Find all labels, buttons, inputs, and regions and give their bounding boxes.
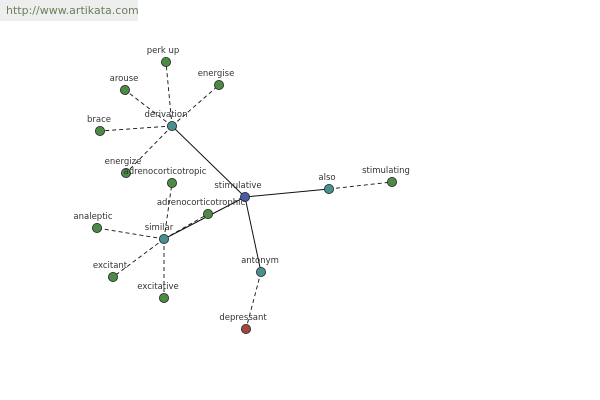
node-perk-up[interactable] [160, 57, 171, 68]
edge-similar-adrenocorticotrophic [163, 213, 209, 240]
node-analeptic[interactable] [92, 222, 103, 233]
node-label-also: also [318, 173, 335, 183]
node-antonym[interactable] [255, 266, 266, 277]
node-label-derivation: derivation [144, 110, 187, 120]
node-label-excitative: excitative [137, 282, 179, 292]
node-depressant[interactable] [240, 323, 251, 334]
node-label-analeptic: analeptic [73, 212, 112, 222]
node-label-perk-up: perk up [147, 46, 180, 56]
node-arouse[interactable] [120, 85, 131, 96]
node-label-adrenocorticotrophic: adrenocorticotrophic [157, 198, 246, 208]
node-energize[interactable] [121, 167, 132, 178]
node-adrenocorticotrophic[interactable] [202, 208, 213, 219]
node-derivation[interactable] [166, 121, 177, 132]
node-label-energize: energize [105, 157, 142, 167]
node-energise[interactable] [213, 80, 224, 91]
node-also[interactable] [323, 183, 334, 194]
node-adrenocorticotropic[interactable] [166, 177, 177, 188]
node-label-arouse: arouse [110, 74, 139, 84]
node-label-stimulative: stimulative [214, 181, 261, 191]
edge-similar-excitant [112, 238, 165, 278]
edge-derivation-arouse [124, 89, 173, 127]
node-stimulating[interactable] [386, 176, 397, 187]
edge-similar-adrenocorticotropic [163, 182, 173, 240]
labels-layer: stimulative derivation similar also antonym p… [73, 46, 410, 323]
edge-stimulative-antonym [244, 196, 262, 273]
edge-antonym-depressant [245, 271, 262, 330]
edge-stimulative-derivation [171, 125, 246, 198]
node-similar[interactable] [158, 233, 169, 244]
node-label-adrenocorticotropic: adrenocorticotropic [124, 167, 207, 177]
nodes-layer [92, 57, 397, 334]
node-label-excitant: excitant [93, 261, 128, 271]
edge-derivation-perk-up [165, 61, 173, 127]
edge-stimulative-similar [163, 196, 246, 240]
edge-stimulative-also [244, 188, 330, 198]
node-label-depressant: depressant [219, 313, 267, 323]
edge-derivation-energize [125, 125, 173, 174]
node-label-energise: energise [198, 69, 235, 79]
node-label-similar: similar [145, 223, 174, 233]
edges-layer [96, 61, 393, 330]
edge-derivation-energise [171, 84, 220, 127]
node-brace[interactable] [95, 126, 106, 137]
node-label-stimulating: stimulating [362, 166, 410, 176]
node-label-antonym: antonym [241, 256, 279, 266]
source-url[interactable]: http://www.artikata.com [0, 0, 139, 21]
edge-also-stimulating [328, 181, 393, 190]
node-label-brace: brace [87, 115, 111, 125]
node-excitant[interactable] [108, 271, 119, 282]
edge-similar-analeptic [96, 227, 165, 240]
node-stimulative[interactable] [239, 191, 250, 202]
edge-derivation-brace [99, 125, 173, 132]
node-excitative[interactable] [158, 292, 169, 303]
